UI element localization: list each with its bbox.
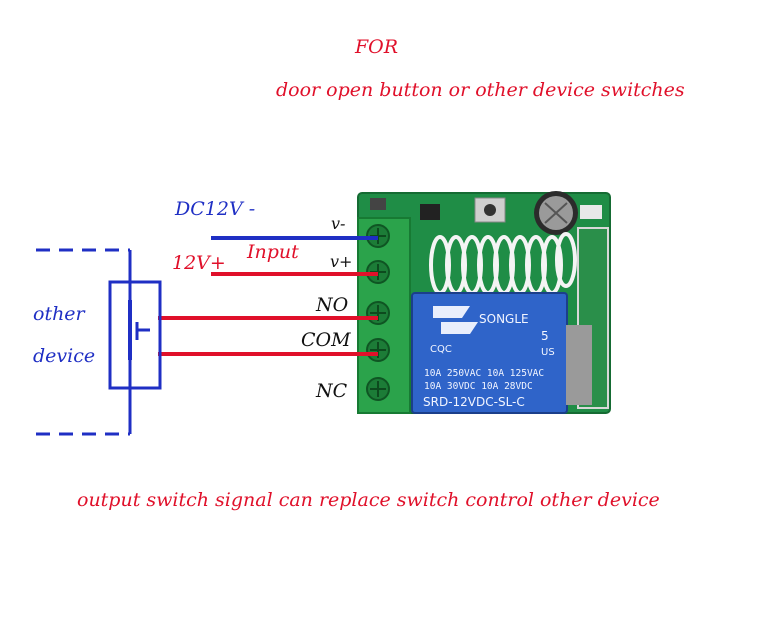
terminal-v-minus-label: v- xyxy=(331,214,346,233)
relay-model: SRD-12VDC-SL-C xyxy=(423,395,525,409)
header-description: door open button or other device switche… xyxy=(276,79,685,101)
relay-cert-cqc: CQC xyxy=(430,344,452,355)
other-device-symbol xyxy=(36,248,162,436)
relay-rating-ac: 10A 250VAC 10A 125VAC xyxy=(424,368,545,379)
input-label: Input xyxy=(247,241,299,263)
footer-caption: output switch signal can replace switch … xyxy=(77,489,660,511)
relay-cert-5: 5 xyxy=(541,329,549,343)
dc-positive-label: 12V+ xyxy=(172,252,226,274)
relay-brand: SONGLE xyxy=(479,312,529,326)
relay xyxy=(411,292,592,414)
terminal-no-label: NO xyxy=(316,294,349,316)
terminal-com-label: COM xyxy=(301,329,351,351)
header-for: FOR xyxy=(355,36,399,58)
device-label-line1: other xyxy=(33,303,85,325)
terminal-block xyxy=(357,217,411,414)
dc-negative-label: DC12V - xyxy=(175,198,256,220)
device-label-line2: device xyxy=(33,345,96,367)
terminal-nc-label: NC xyxy=(316,380,348,402)
relay-rating-dc: 10A 30VDC 10A 28VDC xyxy=(424,381,533,392)
terminal-v-plus-label: v+ xyxy=(330,252,353,271)
receiver-board xyxy=(357,191,611,414)
relay-cert-us: US xyxy=(541,347,555,358)
